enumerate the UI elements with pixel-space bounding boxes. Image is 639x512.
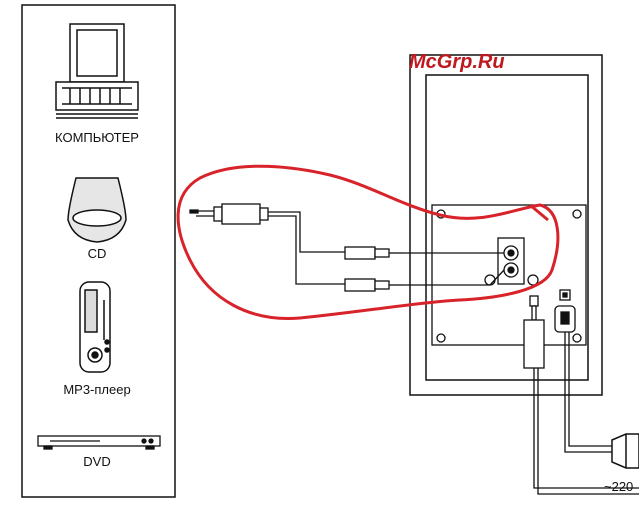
jack-to-rca-cable (190, 204, 405, 291)
dvd-label: DVD (83, 454, 110, 469)
watermark: McGrp.Ru (409, 51, 505, 73)
mp3-player-icon (80, 282, 110, 372)
cd-icon (68, 178, 126, 242)
power-plug-icon (612, 434, 639, 468)
mp3-player-label: MP3-плеер (63, 382, 130, 397)
voltage-label: ~220 (604, 479, 633, 494)
computer-label: КОМПЬЮТЕР (55, 130, 139, 145)
cd-label: CD (88, 246, 107, 261)
